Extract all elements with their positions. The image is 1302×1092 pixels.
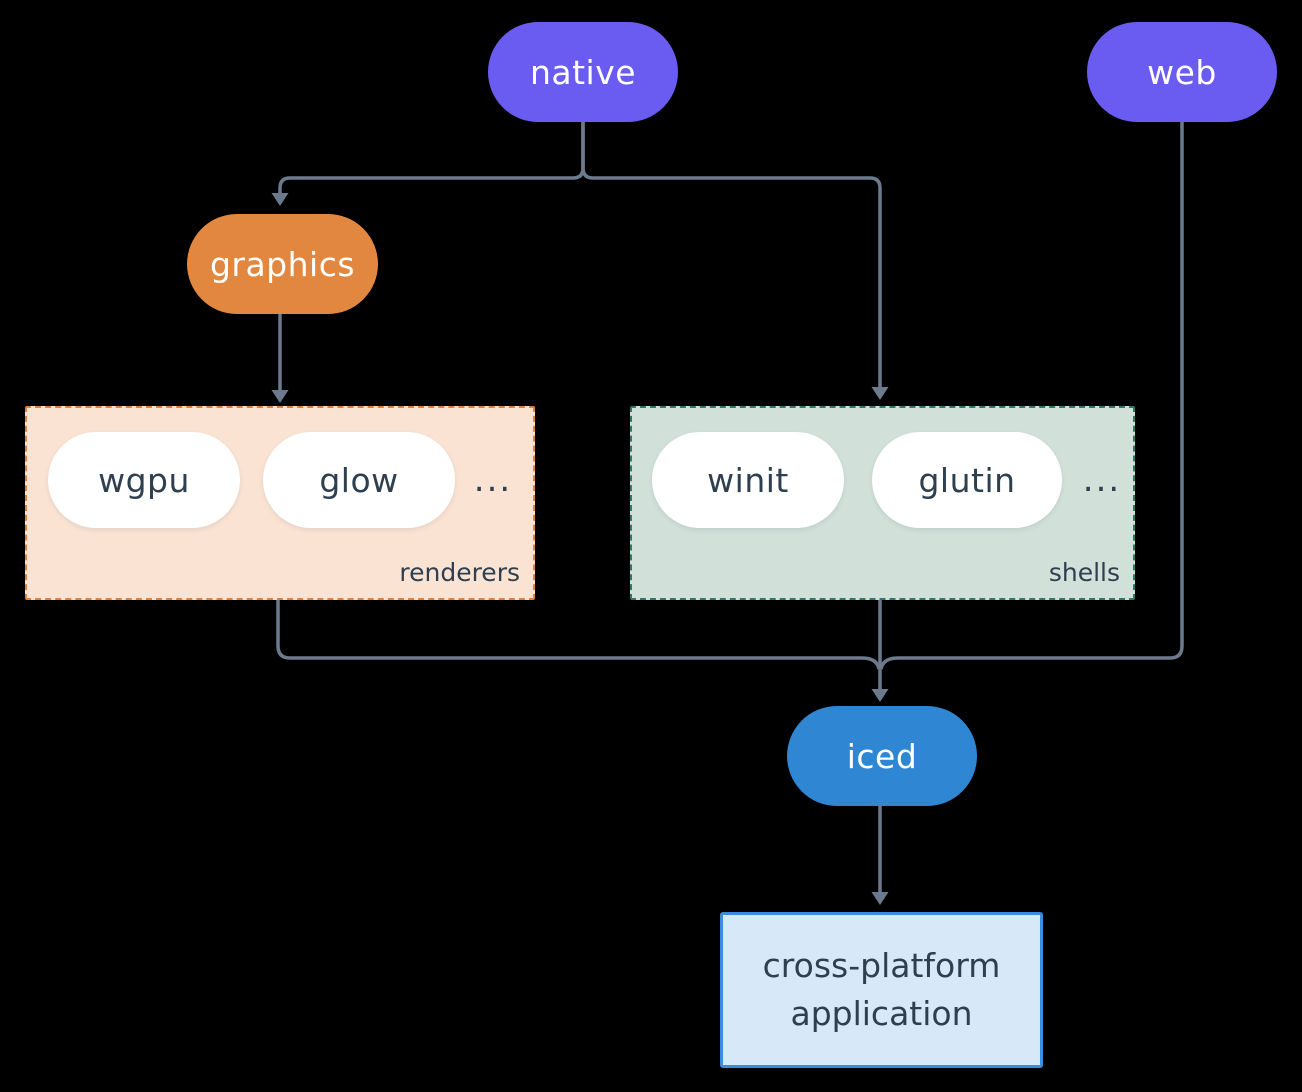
ellipsis-renderers: ... <box>473 460 513 500</box>
edge-web-iced <box>879 122 1184 670</box>
ellipsis-shells: ... <box>1082 460 1122 500</box>
arrowhead-graphics <box>271 193 289 206</box>
group-renderers: wgpu glow ... renderers <box>25 406 535 600</box>
arrowhead-shells <box>871 387 889 400</box>
edge-native-graphics <box>278 122 585 193</box>
edge-renderers-iced <box>276 600 881 670</box>
node-web: web <box>1087 22 1277 122</box>
node-graphics: graphics <box>187 214 378 314</box>
arrowhead-iced <box>871 689 889 702</box>
arrowhead-application <box>871 892 889 905</box>
edge-native-shells <box>581 122 882 387</box>
node-application: cross-platform application <box>720 912 1043 1068</box>
node-glow: glow <box>263 432 455 528</box>
node-winit: winit <box>652 432 844 528</box>
node-wgpu: wgpu <box>48 432 240 528</box>
group-label-renderers: renderers <box>399 558 520 587</box>
node-glutin: glutin <box>872 432 1062 528</box>
node-iced: iced <box>787 706 977 806</box>
arrowhead-renderers <box>271 390 289 403</box>
group-shells: winit glutin ... shells <box>630 406 1135 600</box>
node-native: native <box>488 22 678 122</box>
group-label-shells: shells <box>1048 558 1120 587</box>
